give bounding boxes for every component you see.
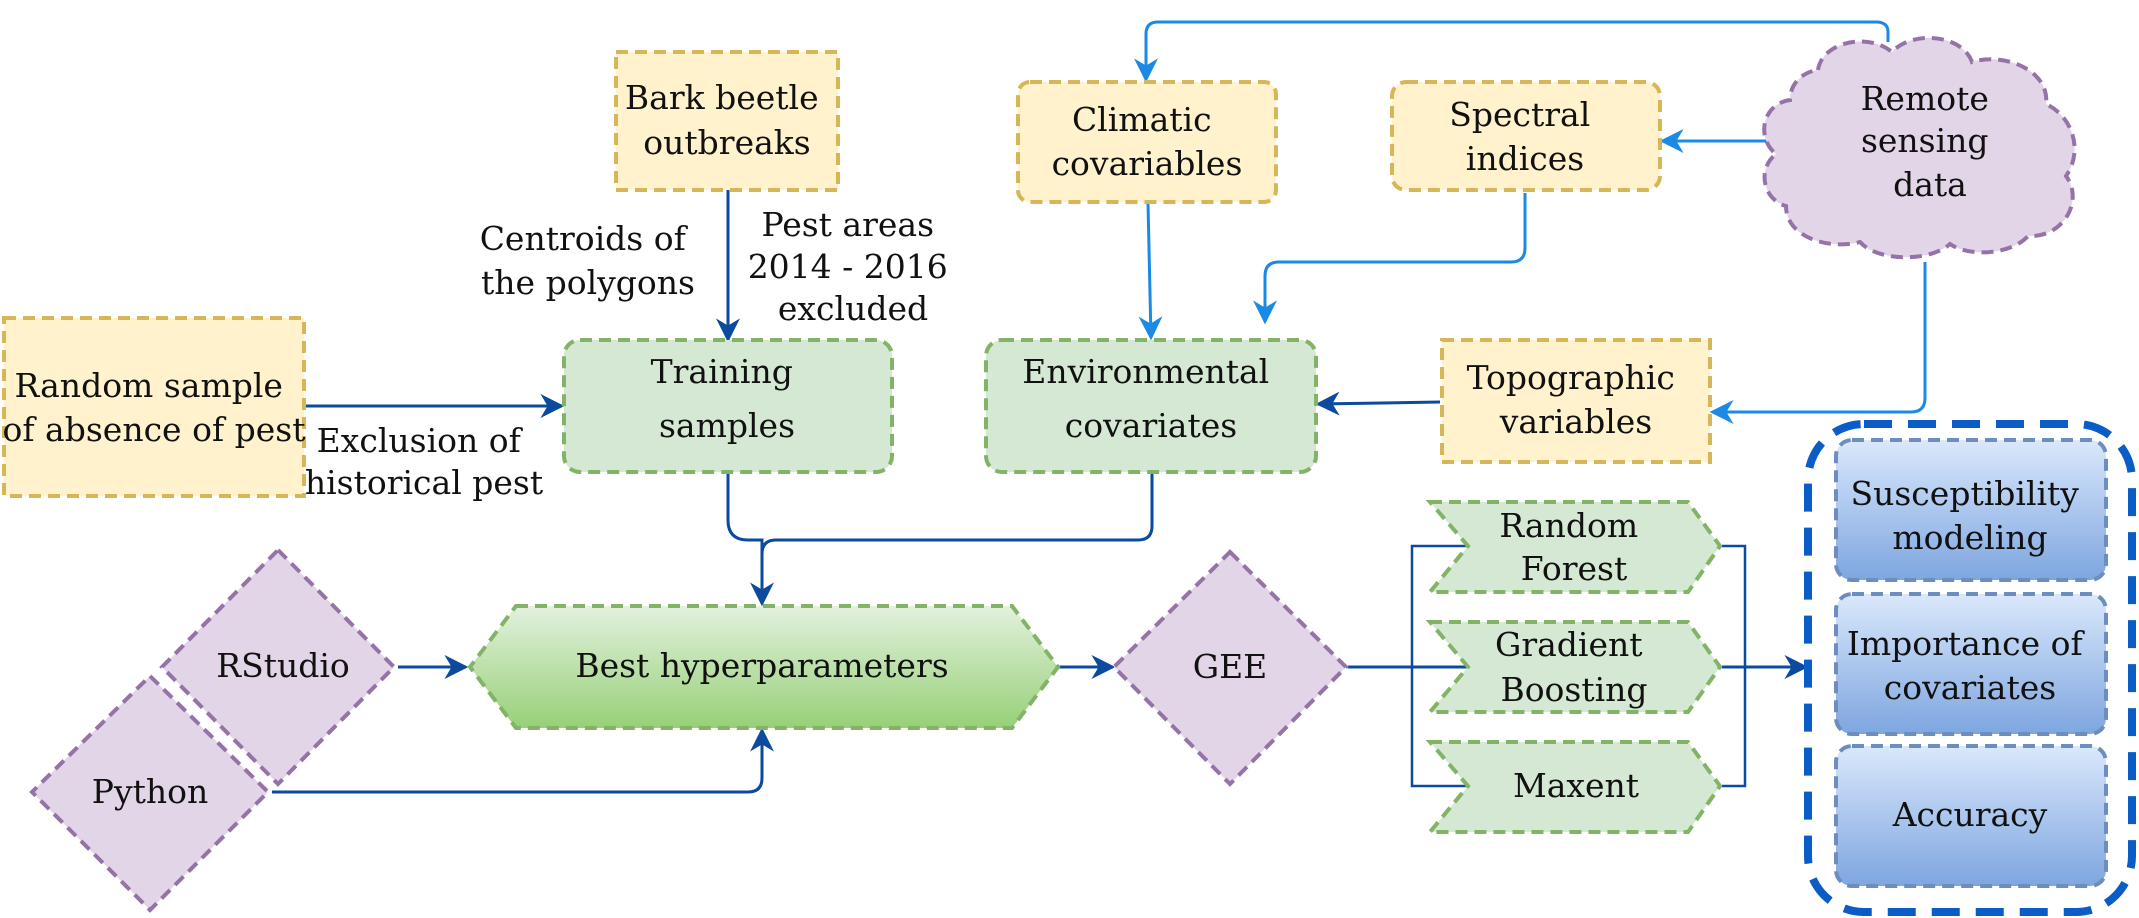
node-python: Python: [29, 673, 271, 913]
node-gradient-boosting: Gradient Boosting: [1425, 620, 1723, 714]
edge-climatic-to-environmental: [1138, 202, 1163, 341]
node-bark-beetle-outbreaks: Bark beetle outbreaks: [614, 50, 840, 192]
node-label: Climatic covariables: [1052, 100, 1243, 183]
node-accuracy: Accuracy: [1834, 744, 2108, 888]
node-label: Python: [92, 772, 208, 811]
node-best-hyperparameters: Best hyperparameters: [467, 604, 1061, 730]
node-label: Importance of covariates: [1847, 624, 2093, 707]
node-label: Susceptibility modeling: [1851, 474, 2090, 557]
node-random-sample: Random sample of absence of pest: [2, 316, 306, 498]
node-climatic-covariables: Climatic covariables: [1016, 80, 1278, 204]
outputs-group: Susceptibility modeling Importance of co…: [1804, 420, 2136, 916]
node-training-samples: Training samples: [562, 338, 894, 474]
node-label: Best hyperparameters: [575, 646, 948, 685]
node-susceptibility-modeling: Susceptibility modeling: [1834, 438, 2108, 582]
node-random-forest: Random Forest: [1425, 500, 1723, 594]
node-label: Random Forest: [1499, 506, 1648, 588]
node-label: RStudio: [216, 646, 350, 685]
outputs-group-border: [1804, 420, 2136, 916]
node-label: Spectral indices: [1449, 95, 1601, 178]
cloud-shape: [1762, 35, 2077, 260]
edge-remote-to-topographic: [1709, 262, 1927, 424]
node-label: Remote sensing data: [1861, 79, 2000, 204]
node-label: Environmental covariates: [1022, 352, 1280, 445]
edge-gee-to-maxent: [1410, 667, 1491, 798]
edge-label-centroids: Centroids of the polygons: [480, 219, 697, 302]
node-importance-of-covariates: Importance of covariates: [1834, 592, 2108, 736]
node-label: Random sample of absence of pest: [2, 366, 305, 449]
edge-label-pest-areas: Pest areas 2014 - 2016 excluded: [748, 205, 959, 328]
node-spectral-indices: Spectral indices: [1390, 80, 1662, 192]
node-remote-sensing-data: Remote sensing data: [1762, 35, 2077, 260]
node-label: Topographic variables: [1467, 358, 1686, 441]
node-environmental-covariates: Environmental covariates: [984, 338, 1318, 474]
node-rstudio: RStudio: [159, 547, 397, 787]
edge-training-to-best: [726, 473, 774, 607]
node-label: Maxent: [1513, 766, 1639, 805]
edge-remote-to-climatic: [1134, 20, 1890, 83]
node-maxent: Maxent: [1425, 740, 1723, 834]
edge-topographic-to-environmental: [1315, 391, 1441, 416]
edge-environmental-to-best: [760, 473, 1154, 555]
node-label: Training samples: [651, 352, 804, 445]
edge-python-to-best: [272, 727, 774, 794]
edges: [272, 20, 1927, 798]
node-label: Bark beetle outbreaks: [625, 78, 829, 162]
node-label: Gradient Boosting: [1495, 625, 1653, 709]
edge-spectral-to-environmental: [1253, 193, 1527, 325]
node-label: Accuracy: [1892, 795, 2048, 834]
node-gee: GEE: [1111, 549, 1349, 787]
edge-label-exclusion: Exclusion of historical pest: [305, 421, 543, 502]
node-label: GEE: [1193, 647, 1268, 686]
node-topographic-variables: Topographic variables: [1440, 338, 1712, 464]
edge-gee-to-randomforest: [1410, 534, 1491, 667]
